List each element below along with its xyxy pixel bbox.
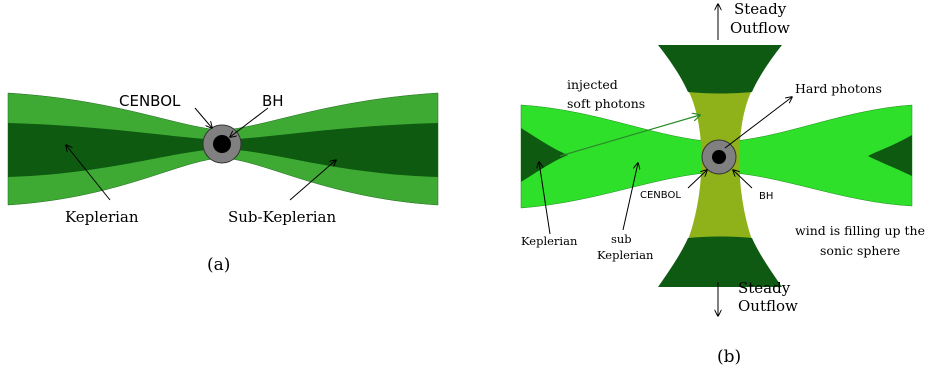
black-hole-b <box>712 150 726 164</box>
sub-keplerian-label: Sub-Keplerian <box>228 208 336 226</box>
bh-b-arrow <box>733 170 753 189</box>
panel-a-caption: (a) <box>207 255 230 275</box>
sub-keplerian-arrow <box>289 160 336 201</box>
injected-2: soft photons <box>567 96 645 111</box>
outflow-top <box>658 45 782 94</box>
steady-top-2: Outflow <box>730 19 790 37</box>
bh-arrow <box>230 107 269 137</box>
injected-1: injected <box>567 77 618 92</box>
black-hole <box>213 135 231 153</box>
cenbol-label: CENBOL <box>119 92 181 110</box>
bh-b-label: BH <box>759 191 773 202</box>
wind-label-1: wind is filling up the <box>795 223 925 238</box>
wind-label-2: sonic sphere <box>820 243 900 258</box>
panel-b-caption: (b) <box>717 347 741 367</box>
hard-photons-label: Hard photons <box>795 81 882 96</box>
steady-top-1: Steady <box>734 0 787 18</box>
panel-a: CENBOL BH Keplerian Sub-Keplerian (a) <box>7 92 439 275</box>
hard-photon-arrow <box>724 97 792 149</box>
keplerian-label: Keplerian <box>65 208 139 226</box>
keplerian-b-arrow <box>539 162 551 235</box>
keplerian-arrow <box>66 145 111 201</box>
keplerian-wedge-left <box>521 128 568 182</box>
soft-photon-arrow <box>559 115 700 157</box>
cenbol-arrow <box>194 107 212 128</box>
bh-label: BH <box>262 92 284 110</box>
panel-b: Steady Outflow injected soft photons Har… <box>520 0 925 367</box>
outflow-bottom <box>658 236 782 287</box>
cenbol-b-label: CENBOL <box>640 190 681 201</box>
sub-label-1: sub <box>611 232 632 246</box>
steady-bottom-1: Steady <box>738 279 791 297</box>
keplerian-wedge-right <box>868 135 912 176</box>
steady-bottom-2: Outflow <box>738 297 798 315</box>
sub-label-2: Keplerian <box>597 248 654 262</box>
cenbol-b-arrow <box>687 170 707 189</box>
sub-keplerian-b-arrow <box>622 163 638 231</box>
keplerian-b-label: Keplerian <box>521 234 578 248</box>
